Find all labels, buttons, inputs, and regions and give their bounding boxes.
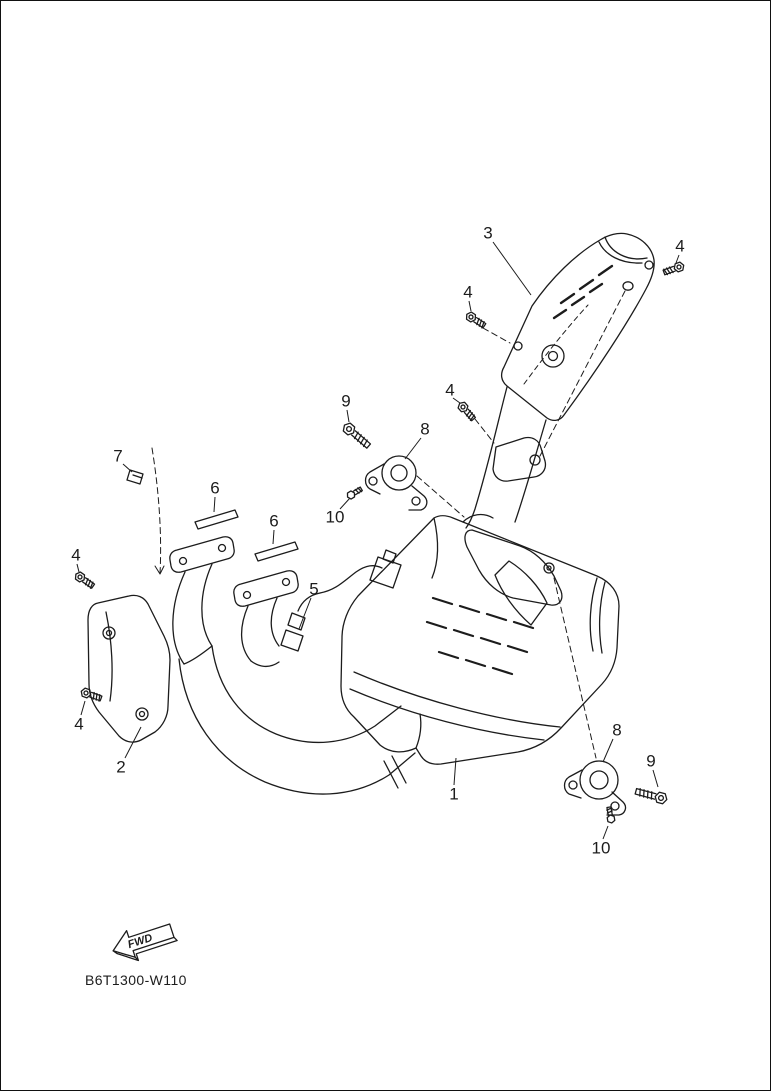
diagram-code: B6T1300-W110 (85, 972, 187, 988)
callout-5: 5 (309, 579, 319, 599)
callout-9a: 9 (341, 391, 351, 411)
callout-8b: 8 (612, 720, 622, 740)
callout-1: 1 (449, 784, 459, 804)
callout-7: 7 (113, 446, 123, 466)
callout-4c: 4 (445, 380, 455, 400)
callout-2: 2 (116, 757, 126, 777)
callout-4e: 4 (74, 714, 84, 734)
callout-6a: 6 (210, 478, 220, 498)
fwd-arrow: FWD (112, 923, 178, 962)
callout-4b: 4 (463, 282, 473, 302)
callout-6b: 6 (269, 511, 279, 531)
callout-4d: 4 (71, 545, 81, 565)
callout-10a: 10 (325, 507, 345, 527)
callout-10b: 10 (591, 838, 611, 858)
callout-3: 3 (483, 223, 493, 243)
callout-9b: 9 (646, 751, 656, 771)
callout-8a: 8 (420, 419, 430, 439)
callout-4a: 4 (675, 236, 685, 256)
